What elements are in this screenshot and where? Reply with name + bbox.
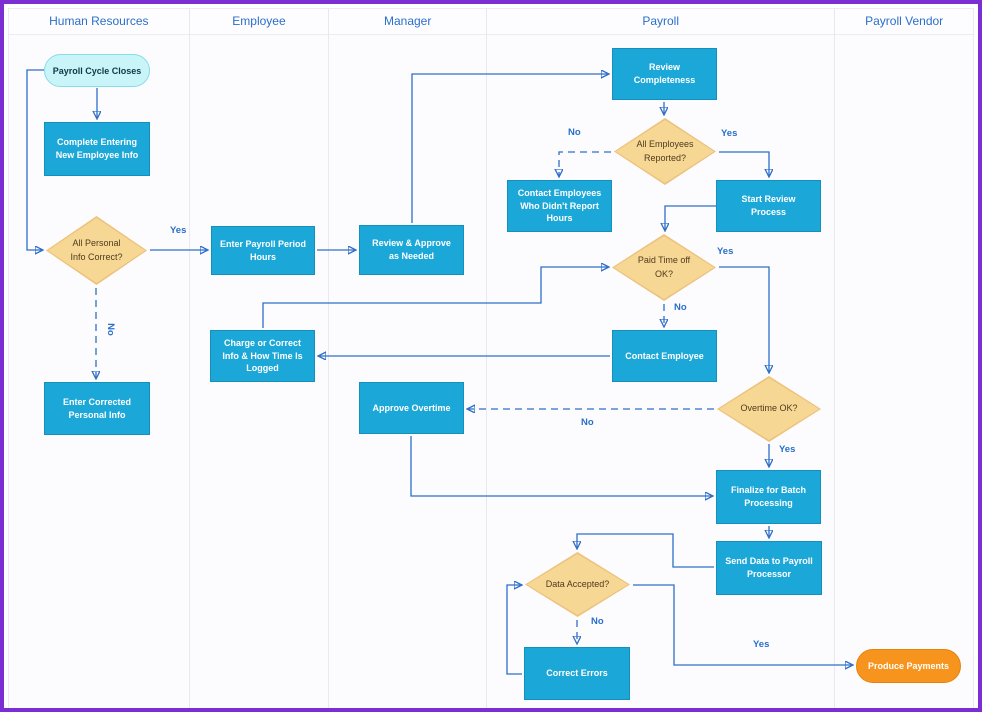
lane-header-payroll: Payroll [487,9,835,35]
edge-label-yes: Yes [721,128,738,139]
node-label: Correct Errors [546,668,608,679]
lane-human-resources: Human Resources [9,9,190,708]
node-finalize-for-batch-processing[interactable]: Finalize for Batch Processing [716,470,821,524]
node-produce-payments[interactable]: Produce Payments [856,649,961,683]
node-all-personal-info-correct[interactable]: All Personal Info Correct? [46,216,147,285]
node-label: Contact Employees Who Didn't Report Hour… [517,188,602,224]
lane-manager: Manager [329,9,488,708]
node-approve-overtime[interactable]: Approve Overtime [359,382,464,434]
node-label: Paid Time off OK? [637,255,691,279]
node-review-completeness[interactable]: Review Completeness [612,48,717,100]
node-enter-payroll-period-hours[interactable]: Enter Payroll Period Hours [211,226,315,275]
lane-payroll-vendor: Payroll Vendor [835,9,974,708]
node-charge-or-correct-info[interactable]: Charge or Correct Info & How Time Is Log… [210,330,315,382]
lane-header-human-resources: Human Resources [9,9,189,35]
node-label: Review & Approve as Needed [372,238,451,261]
node-label: Data Accepted? [545,578,610,589]
lane-employee: Employee [189,9,330,708]
lane-header-employee: Employee [189,9,329,35]
node-complete-entering-new-employee-info[interactable]: Complete Entering New Employee Info [44,122,150,176]
node-overtime-ok[interactable]: Overtime OK? [717,376,821,442]
node-label: Send Data to Payroll Processor [725,556,813,579]
node-correct-errors[interactable]: Correct Errors [524,647,630,700]
node-label: Contact Employee [625,350,704,361]
node-label: Approve Overtime [372,402,451,413]
node-label: All Employees Reported? [636,139,694,163]
node-all-employees-reported[interactable]: All Employees Reported? [614,118,716,185]
node-label: All Personal Info Correct? [70,238,123,262]
edge-label-no: No [581,417,594,428]
node-label: Payroll Cycle Closes [52,65,142,76]
node-label: Complete Entering New Employee Info [55,137,139,160]
edge-label-no: No [104,323,116,336]
node-label: Produce Payments [867,661,950,671]
node-send-data-to-payroll-processor[interactable]: Send Data to Payroll Processor [716,541,822,595]
node-label: Enter Payroll Period Hours [219,238,307,262]
node-data-accepted[interactable]: Data Accepted? [525,552,630,617]
node-payroll-cycle-closes[interactable]: Payroll Cycle Closes [44,54,150,87]
edge-label-yes: Yes [753,639,770,650]
node-enter-corrected-personal-info[interactable]: Enter Corrected Personal Info [44,382,150,435]
edge-label-yes: Yes [717,246,734,257]
node-label: Overtime OK? [740,403,798,414]
node-label: Finalize for Batch Processing [730,485,806,508]
node-label: Enter Corrected Personal Info [62,396,132,420]
node-contact-employee[interactable]: Contact Employee [612,330,717,382]
swimlanes: Human Resources Employee Manager Payroll… [8,8,974,708]
lane-header-payroll-vendor: Payroll Vendor [835,9,974,35]
node-review-approve-as-needed[interactable]: Review & Approve as Needed [359,225,464,275]
node-paid-time-off-ok[interactable]: Paid Time off OK? [612,234,716,301]
edge-label-no: No [568,127,581,138]
node-contact-employees-who-didnt-report-hours[interactable]: Contact Employees Who Didn't Report Hour… [507,180,612,232]
lane-payroll: Payroll [487,9,836,708]
node-label: Review Completeness [633,62,696,85]
lane-header-manager: Manager [329,9,487,35]
edge-label-no: No [674,302,687,313]
edge-label-yes: Yes [779,444,796,455]
edge-label-yes: Yes [170,225,187,236]
node-label: Charge or Correct Info & How Time Is Log… [222,338,303,374]
node-start-review-process[interactable]: Start Review Process [716,180,821,232]
node-label: Start Review Process [741,194,796,217]
edge-label-no: No [591,616,604,627]
